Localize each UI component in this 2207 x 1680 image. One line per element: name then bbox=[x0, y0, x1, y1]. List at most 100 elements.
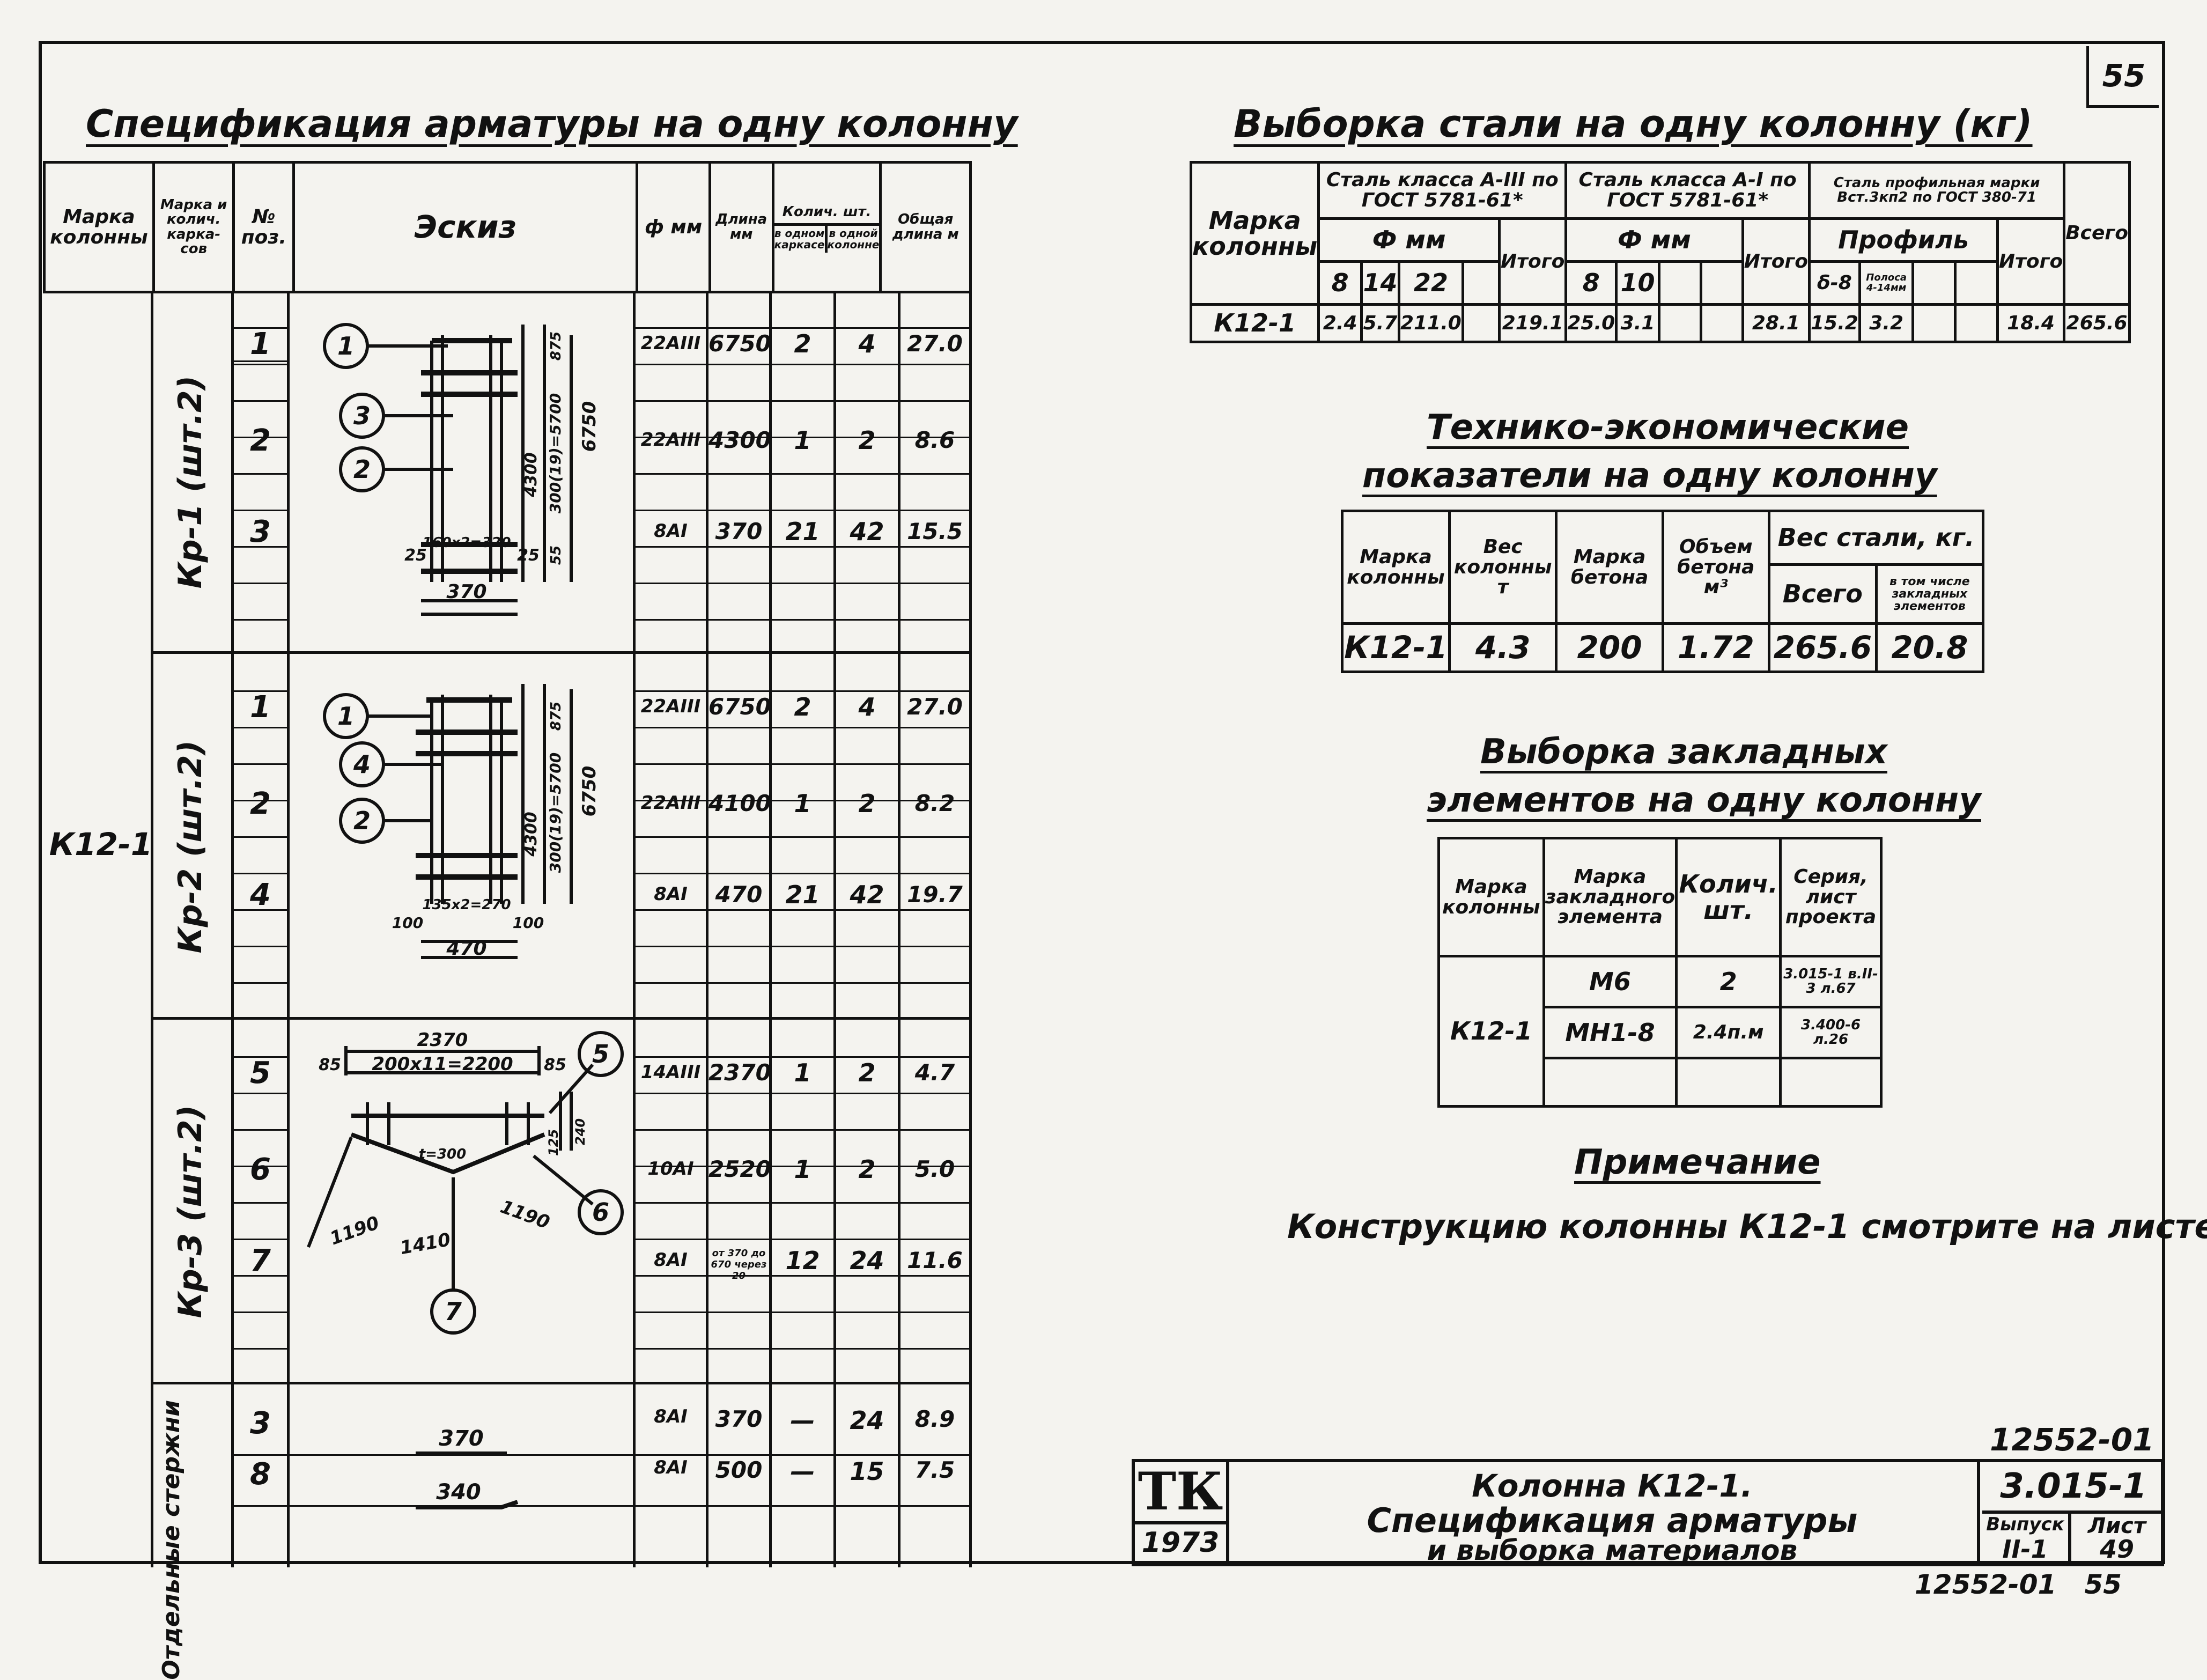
hdr-qty-col: в одной колонне bbox=[827, 226, 880, 251]
tech-val: 200 bbox=[1555, 622, 1664, 673]
sep-cell-len: 500 bbox=[715, 1457, 763, 1483]
sep-cell-pos: 3 bbox=[250, 1406, 271, 1441]
spec-cell-len: от 370 до 670 через 20 bbox=[711, 1248, 767, 1281]
spec-cell-tot: 27.0 bbox=[907, 330, 963, 357]
spec-cell-len: 2370 bbox=[708, 1059, 771, 1086]
embed-title-1: Выборка закладных bbox=[1480, 732, 1887, 772]
sketch-dim: 370 bbox=[446, 581, 486, 603]
sketch-dim: 6750 bbox=[579, 766, 600, 817]
spec-cell-dia: 14АIII bbox=[640, 1062, 701, 1083]
steel-val: 15.2 bbox=[1807, 303, 1861, 343]
sep-cell-dia: 8АI bbox=[654, 1406, 688, 1427]
spec-cell-tot: 5.0 bbox=[914, 1156, 955, 1182]
hdr-total-len: Общая длина м bbox=[879, 161, 972, 293]
spec-cell-q2: 2 bbox=[858, 426, 876, 455]
steel-val: 28.1 bbox=[1741, 303, 1811, 343]
steel-table: Марка колонны Сталь класса А-III по ГОСТ… bbox=[1189, 161, 2131, 343]
sketch-dim: 2370 bbox=[417, 1029, 468, 1051]
stamp-issue: II-1 bbox=[2002, 1535, 2048, 1564]
sep-cell-pos: 8 bbox=[250, 1457, 271, 1492]
spec-cell-q1: 21 bbox=[785, 880, 820, 909]
spec-cell-dia: 22АIII bbox=[640, 333, 701, 354]
spec-cell-q2: 2 bbox=[858, 1058, 876, 1087]
spec-cell-q2: 42 bbox=[850, 517, 884, 546]
steel-val: 265.6 bbox=[2063, 303, 2131, 343]
steel-val: 25.0 bbox=[1564, 303, 1618, 343]
hdr-qty-frame: в одном каркасе bbox=[776, 225, 828, 253]
sep-cell-tot: 7.5 bbox=[914, 1457, 955, 1483]
stamp-issue-label: Выпуск bbox=[1986, 1514, 2064, 1535]
hdr-pos: № поз. bbox=[232, 161, 296, 293]
sketch-dim: 370 bbox=[439, 1426, 484, 1451]
sketch-callout-2: 2 bbox=[353, 455, 371, 484]
spec-cell-pos: 1 bbox=[250, 690, 271, 725]
tech-hdr-steel: Вес стали, кг. bbox=[1767, 510, 1985, 566]
embed-el: МН1-8 bbox=[1542, 1006, 1678, 1059]
tech-table: Марка колонны Вес колонны т Марка бетона… bbox=[1341, 510, 1985, 673]
sketch-kr2: 1 4 2 100 135x2=270 100 470 4300 300(19)… bbox=[323, 684, 600, 960]
sketch-kr3: 2370 200x11=2200 85 85 t=300 5 6 7 1190 … bbox=[307, 1029, 624, 1335]
tech-val: 20.8 bbox=[1874, 622, 1985, 673]
sep-cell-dia: 8АI bbox=[654, 1457, 688, 1478]
steel-d: 8 bbox=[1317, 260, 1363, 306]
tech-val: 1.72 bbox=[1661, 622, 1770, 673]
sketch-dim: 160x2=320 bbox=[422, 535, 511, 551]
sep-cell-q2: 24 bbox=[850, 1406, 884, 1435]
sketch-dim: 875 bbox=[548, 331, 564, 360]
embed-mark: К12-1 bbox=[1437, 955, 1545, 1108]
steel-hdr-fmm: Ф мм bbox=[1317, 217, 1501, 263]
title-block: ТК 1973 Колонна К12-1. Спецификация арма… bbox=[1132, 1459, 2165, 1567]
steel-d: 14 bbox=[1360, 260, 1400, 306]
page-number: 55 bbox=[2102, 57, 2146, 94]
sketch-dim: 55 bbox=[548, 546, 564, 565]
sketch-callout-2: 2 bbox=[353, 806, 371, 835]
tech-hdr-concrete: Марка бетона bbox=[1555, 510, 1664, 625]
spec-cell-q1: 2 bbox=[794, 692, 811, 721]
steel-hdr-mark: Марка колонны bbox=[1189, 161, 1320, 306]
tech-title-2: показатели на одну колонну bbox=[1362, 456, 1937, 496]
steel-hdr-all: Всего bbox=[2063, 161, 2131, 306]
spec-cell-len: 6750 bbox=[708, 330, 771, 357]
tech-hdr-incl: в том числе закладных элементов bbox=[1874, 563, 1985, 625]
sketch-dim: 470 bbox=[446, 938, 486, 960]
group-label-kr1: Кр-1 (шт.2) bbox=[172, 375, 209, 589]
sketch-dim: 25 bbox=[517, 546, 540, 565]
spec-cell-tot: 27.0 bbox=[907, 694, 963, 720]
tech-val: 4.3 bbox=[1448, 622, 1558, 673]
spec-cell-dia: 8АI bbox=[654, 1249, 688, 1271]
sketch-dim: 300(19)=5700 bbox=[547, 393, 564, 513]
spec-cell-q1: 1 bbox=[794, 1058, 811, 1087]
rebar-spec-table: Марка колонны Марка и колич. карка-сов №… bbox=[43, 161, 972, 293]
spec-cell-len: 6750 bbox=[708, 694, 771, 720]
spec-cell-pos: 4 bbox=[250, 878, 271, 912]
steel-val: 18.4 bbox=[1996, 303, 2066, 343]
embed-qty: 2 bbox=[1675, 955, 1782, 1008]
sketch-callout-7: 7 bbox=[445, 1297, 462, 1326]
embed-hdr-mark: Марка колонны bbox=[1437, 837, 1545, 957]
sketch-dim: 1190 bbox=[327, 1212, 382, 1250]
group-label-separate: Отдельные стержни bbox=[158, 1400, 185, 1680]
steel-hdr-fmm: Ф мм bbox=[1564, 217, 1744, 263]
spec-cell-q2: 42 bbox=[850, 880, 884, 909]
spec-cell-pos: 1 bbox=[250, 327, 271, 362]
group-label-kr2: Кр-2 (шт.2) bbox=[172, 740, 209, 954]
stamp-sheet: 49 bbox=[2099, 1535, 2134, 1564]
tech-hdr-mark: Марка колонны bbox=[1341, 510, 1451, 625]
steel-val: 211.0 bbox=[1397, 303, 1464, 343]
steel-hdr-itogo: Итого bbox=[1996, 217, 2066, 306]
steel-hdr-profile: Профиль bbox=[1807, 217, 1999, 263]
sketch-dim: 875 bbox=[548, 702, 564, 731]
sketch-dim: 135x2=270 bbox=[422, 897, 511, 913]
sketch-dim: 4300 bbox=[522, 452, 541, 498]
spec-cell-pos: 5 bbox=[250, 1056, 271, 1090]
hdr-qty: Колич. шт. в одном каркасе в одной колон… bbox=[771, 161, 882, 293]
sketch-callout-3: 3 bbox=[353, 401, 371, 430]
hdr-length: Длина мм bbox=[708, 161, 774, 293]
spec-cell-len: 4300 bbox=[708, 427, 771, 453]
spec-cell-len: 4100 bbox=[708, 790, 771, 816]
spec-cell-len: 2520 bbox=[708, 1156, 771, 1182]
hdr-qty-label: Колич. шт. bbox=[776, 202, 878, 226]
steel-hdr-a1: Сталь класса А-I по ГОСТ 5781-61* bbox=[1564, 161, 1811, 220]
embed-title-2: элементов на одну колонну bbox=[1427, 780, 1981, 820]
spec-cell-q1: 2 bbox=[794, 329, 811, 358]
